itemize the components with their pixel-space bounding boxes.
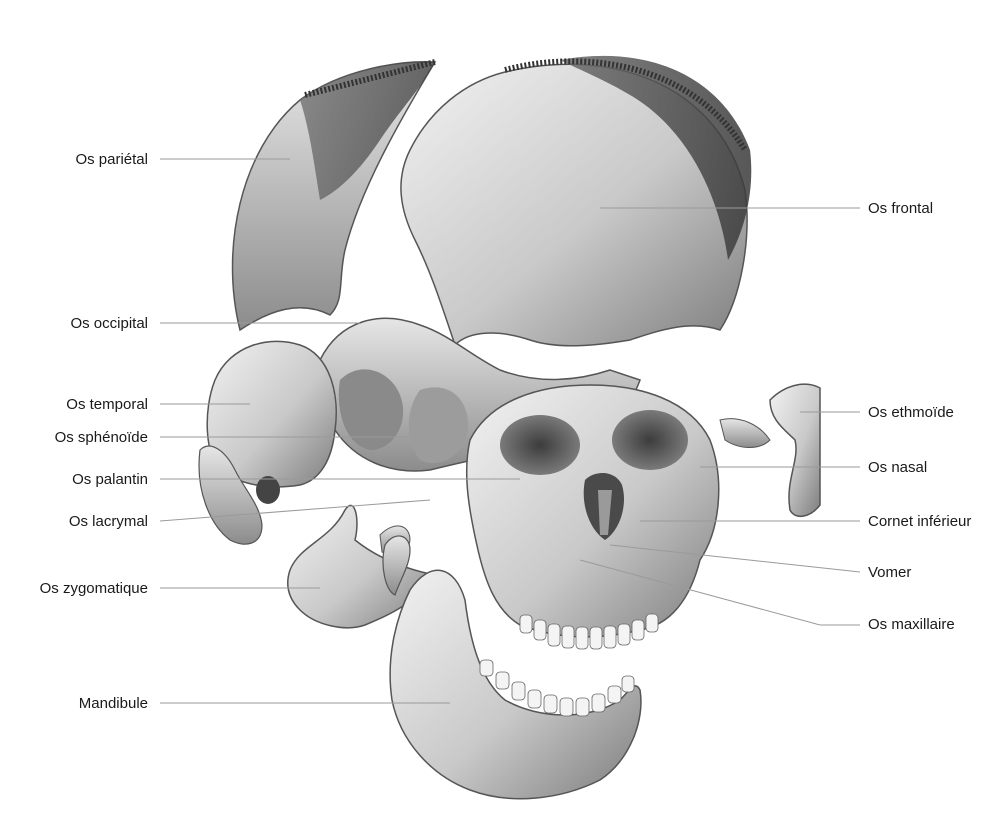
label-lacrymal: Os lacrymal xyxy=(69,513,148,530)
label-palatin: Os palantin xyxy=(72,471,148,488)
label-frontal: Os frontal xyxy=(868,200,933,217)
labels-left: Os pariétal Os occipital Os temporal Os … xyxy=(40,151,148,712)
label-parietal: Os pariétal xyxy=(75,151,148,168)
facial-skeleton xyxy=(467,385,719,649)
label-sphenoide: Os sphénoïde xyxy=(55,429,148,446)
ethmoid-nasal-pieces xyxy=(720,384,820,516)
label-ethmoide: Os ethmoïde xyxy=(868,404,954,421)
label-temporal: Os temporal xyxy=(66,396,148,413)
frontal-bone xyxy=(401,56,751,346)
leader-lacrymal xyxy=(160,500,430,521)
label-maxillaire: Os maxillaire xyxy=(868,616,955,633)
label-mandibule: Mandibule xyxy=(79,695,148,712)
label-occipital: Os occipital xyxy=(70,315,148,332)
label-zygomatique: Os zygomatique xyxy=(40,580,148,597)
label-vomer: Vomer xyxy=(868,564,911,581)
label-nasal: Os nasal xyxy=(868,459,927,476)
labels-right: Os frontal Os ethmoïde Os nasal Cornet i… xyxy=(868,200,971,633)
temporal-bone xyxy=(199,341,336,544)
label-cornet: Cornet inférieur xyxy=(868,513,971,530)
